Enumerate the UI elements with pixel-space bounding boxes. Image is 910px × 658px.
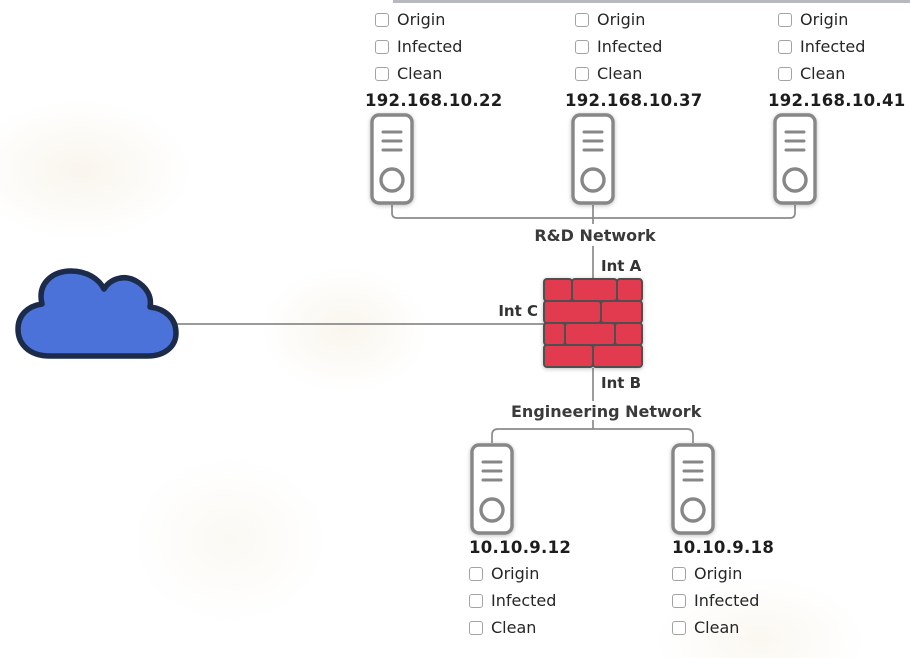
clean-checkbox-label: Clean bbox=[597, 63, 643, 83]
origin-checkbox-row[interactable]: Origin bbox=[565, 6, 703, 33]
host-panel-eng-1: 10.10.9.12 Origin Infected Clean bbox=[469, 534, 571, 641]
origin-checkbox[interactable] bbox=[672, 566, 686, 581]
host-ip: 10.10.9.18 bbox=[672, 537, 775, 557]
clean-checkbox-label: Clean bbox=[491, 617, 537, 637]
int-c-label: Int C bbox=[498, 302, 538, 320]
infected-checkbox-label: Infected bbox=[491, 590, 557, 610]
infected-checkbox-row[interactable]: Infected bbox=[672, 587, 774, 614]
server-icon-rnd-1 bbox=[370, 113, 414, 205]
infected-checkbox[interactable] bbox=[672, 593, 686, 608]
infected-checkbox-row[interactable]: Infected bbox=[768, 33, 906, 60]
engineering-network-label: Engineering Network bbox=[511, 402, 702, 421]
origin-checkbox[interactable] bbox=[375, 12, 389, 27]
infected-checkbox-row[interactable]: Infected bbox=[565, 33, 703, 60]
host-ip: 192.168.10.41 bbox=[768, 90, 906, 110]
host-panel-rnd-3: Origin Infected Clean 192.168.10.41 bbox=[768, 6, 906, 113]
firewall-icon bbox=[543, 278, 643, 368]
origin-checkbox-label: Origin bbox=[597, 9, 646, 29]
clean-checkbox-row[interactable]: Clean bbox=[672, 614, 774, 641]
host-ip: 10.10.9.12 bbox=[469, 537, 572, 557]
infected-checkbox-row[interactable]: Infected bbox=[365, 33, 503, 60]
engineering-bus-wire bbox=[491, 428, 694, 443]
int-a-label: Int A bbox=[601, 257, 642, 275]
infected-checkbox-label: Infected bbox=[597, 36, 663, 56]
rnd-network-label: R&D Network bbox=[534, 226, 656, 245]
origin-checkbox[interactable] bbox=[575, 12, 589, 27]
origin-checkbox-row[interactable]: Origin bbox=[469, 560, 571, 587]
server-icon-rnd-3 bbox=[773, 113, 817, 205]
clean-checkbox-row[interactable]: Clean bbox=[565, 60, 703, 87]
server-icon-eng-2 bbox=[671, 443, 715, 535]
origin-checkbox-row[interactable]: Origin bbox=[768, 6, 906, 33]
origin-checkbox-label: Origin bbox=[491, 563, 540, 583]
clean-checkbox-row[interactable]: Clean bbox=[469, 614, 571, 641]
host-panel-rnd-1: Origin Infected Clean 192.168.10.22 bbox=[365, 6, 503, 113]
clean-checkbox[interactable] bbox=[469, 620, 483, 635]
clean-checkbox[interactable] bbox=[575, 66, 589, 81]
clean-checkbox[interactable] bbox=[672, 620, 686, 635]
origin-checkbox-label: Origin bbox=[397, 9, 446, 29]
clean-checkbox-row[interactable]: Clean bbox=[768, 60, 906, 87]
int-b-label: Int B bbox=[601, 374, 642, 392]
infected-checkbox-label: Infected bbox=[694, 590, 760, 610]
host-ip: 192.168.10.37 bbox=[565, 90, 703, 110]
origin-checkbox[interactable] bbox=[469, 566, 483, 581]
origin-checkbox[interactable] bbox=[778, 12, 792, 27]
infected-checkbox-row[interactable]: Infected bbox=[469, 587, 571, 614]
infected-checkbox[interactable] bbox=[575, 39, 589, 54]
server-icon-rnd-2 bbox=[571, 113, 615, 205]
infected-checkbox[interactable] bbox=[778, 39, 792, 54]
host-panel-rnd-2: Origin Infected Clean 192.168.10.37 bbox=[565, 6, 703, 113]
origin-checkbox-row[interactable]: Origin bbox=[365, 6, 503, 33]
infected-checkbox-label: Infected bbox=[800, 36, 866, 56]
origin-checkbox-row[interactable]: Origin bbox=[672, 560, 774, 587]
top-edge-artifact bbox=[393, 0, 910, 3]
infected-checkbox[interactable] bbox=[375, 39, 389, 54]
origin-checkbox-label: Origin bbox=[694, 563, 743, 583]
clean-checkbox-row[interactable]: Clean bbox=[365, 60, 503, 87]
clean-checkbox-label: Clean bbox=[397, 63, 443, 83]
cloud-icon bbox=[15, 268, 179, 359]
infected-checkbox[interactable] bbox=[469, 593, 483, 608]
origin-checkbox-label: Origin bbox=[800, 9, 849, 29]
host-panel-eng-2: 10.10.9.18 Origin Infected Clean bbox=[672, 534, 774, 641]
host-ip: 192.168.10.22 bbox=[365, 90, 503, 110]
wire-layer bbox=[177, 205, 796, 443]
infected-checkbox-label: Infected bbox=[397, 36, 463, 56]
clean-checkbox[interactable] bbox=[375, 66, 389, 81]
server-icon-eng-1 bbox=[470, 443, 514, 535]
clean-checkbox-label: Clean bbox=[800, 63, 846, 83]
clean-checkbox[interactable] bbox=[778, 66, 792, 81]
clean-checkbox-label: Clean bbox=[694, 617, 740, 637]
